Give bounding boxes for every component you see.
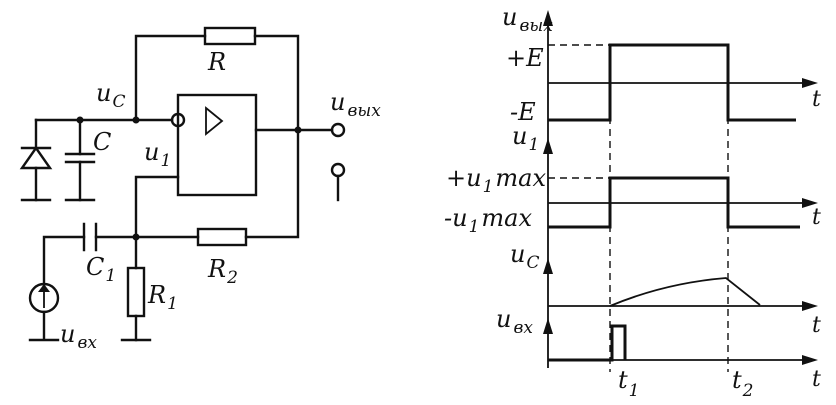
label-axis-u1: u1 xyxy=(512,122,539,155)
label-t1: t1 xyxy=(618,366,639,401)
capacitor-c1 xyxy=(82,222,98,252)
label-t-u1: t xyxy=(812,205,821,230)
label-t-uin: t xyxy=(812,367,821,392)
axis-arrow-u1 xyxy=(543,138,553,154)
label-t2: t2 xyxy=(732,366,753,401)
op-amp-triangle-icon xyxy=(205,106,224,136)
ground-terminal xyxy=(330,162,346,178)
axis-arrow-uc xyxy=(543,258,553,274)
axis-arrow-uout xyxy=(543,10,553,26)
feedback-wire-R xyxy=(134,34,300,132)
label-u1: u1 xyxy=(144,138,171,171)
op-amp xyxy=(176,93,258,197)
t-arrow-uout xyxy=(802,78,818,88)
t-arrow-uin xyxy=(802,355,818,365)
source-arrowhead xyxy=(38,284,50,292)
label-c1: C1 xyxy=(86,253,116,286)
axis-arrow-uin xyxy=(543,318,553,334)
label-t-uc: t xyxy=(812,313,821,338)
label-minus-u1max: -u1max xyxy=(444,204,532,237)
diode-symbol xyxy=(19,145,53,170)
resistor-r1 xyxy=(126,266,146,318)
capacitor-c xyxy=(64,152,96,164)
input-wire xyxy=(42,128,300,286)
waveform-u1 xyxy=(548,176,800,229)
label-plus-u1max: +u1max xyxy=(446,164,546,197)
waveform-uin xyxy=(548,324,627,362)
label-r2: R2 xyxy=(207,255,238,288)
label-t-uout: t xyxy=(812,87,821,112)
source-wire xyxy=(28,310,60,342)
label-R: R xyxy=(207,48,226,76)
waveform-uout xyxy=(548,43,796,122)
junction-uc xyxy=(132,116,140,124)
u1-wire xyxy=(134,175,180,239)
t-arrow-u1 xyxy=(802,198,818,208)
resistor-r2 xyxy=(196,227,248,247)
label-axis-uc: uC xyxy=(510,240,539,273)
label-uc: uC xyxy=(96,79,125,112)
resistor-R xyxy=(203,26,257,46)
label-r1: R1 xyxy=(147,281,178,314)
label-C: C xyxy=(93,128,111,156)
label-plusE: +E xyxy=(506,44,544,72)
t-arrow-uc xyxy=(802,301,818,311)
label-minusE: -E xyxy=(510,98,536,126)
output-terminal xyxy=(330,122,346,138)
waveform-uc xyxy=(609,277,761,307)
